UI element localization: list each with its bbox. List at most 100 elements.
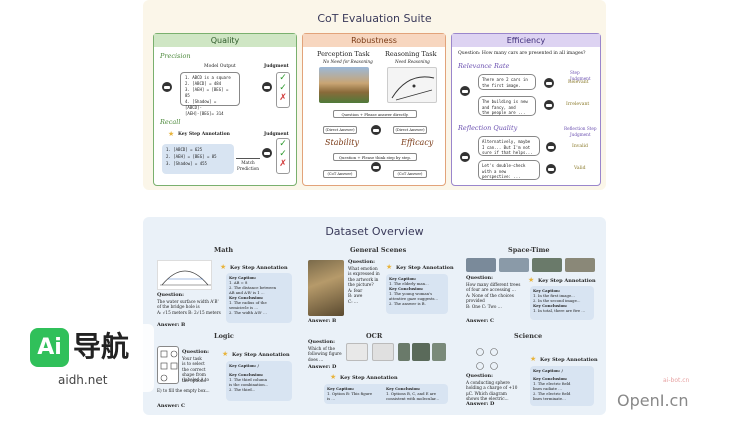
caption-line: AB and A'B' is 1 ... bbox=[229, 290, 265, 295]
judgment-box-2: ✓ ✓ ✗ bbox=[276, 138, 290, 174]
street-image-4 bbox=[565, 258, 595, 272]
ksa-label: Key Step Annotation bbox=[230, 265, 288, 271]
question-line: of the bridge hole is bbox=[157, 304, 200, 309]
ksa-label: Key Step Annotation bbox=[396, 265, 454, 271]
conclusion-label: Key Conclusion: bbox=[386, 386, 421, 391]
bubble-line: perspective: ... bbox=[482, 174, 521, 179]
caption-label: Key Caption: / bbox=[229, 363, 259, 368]
choices: A: √15 meters B: 2√15 meters bbox=[157, 309, 221, 315]
conclusion-line: 1. The third column bbox=[229, 377, 268, 382]
caption-label: Key Caption: bbox=[389, 276, 417, 281]
relevant-label: Relevant bbox=[568, 80, 589, 85]
question-label: Question: bbox=[157, 292, 185, 298]
conclusion-line: 1. The radius of the bbox=[229, 300, 267, 305]
question-label: Question: bbox=[182, 349, 210, 355]
efficiency-column: Efficiency Question: How many cars are p… bbox=[451, 33, 601, 186]
robot-icon bbox=[460, 152, 470, 162]
molecule-figure-4 bbox=[412, 343, 430, 361]
caption-label: Key Caption: bbox=[229, 275, 257, 280]
general-answer: Answer: B bbox=[308, 318, 337, 324]
question-line: How many different trees bbox=[466, 281, 521, 287]
question-line: Your task bbox=[182, 355, 202, 361]
conclusion-line: 2. The width A'B' ... bbox=[229, 310, 267, 315]
spacetime-question: Question: How many different trees of fo… bbox=[466, 275, 524, 309]
logic-question: Question: Your task is to select the cor… bbox=[182, 349, 220, 383]
conclusion-label: Key Conclusion: bbox=[229, 295, 264, 300]
star-icon: ★ bbox=[386, 263, 393, 271]
dataset-overview-title: Dataset Overview bbox=[325, 225, 424, 238]
conclusion-label: Key Conclusion: bbox=[389, 286, 424, 291]
logic-puzzle-image bbox=[157, 346, 179, 384]
direct-answer-right: (Direct Answer) bbox=[393, 126, 427, 134]
street-image-1 bbox=[466, 258, 496, 272]
conclusion-line: 1. The young woman's bbox=[389, 291, 433, 296]
question-line: of four are accessing ... bbox=[466, 287, 516, 292]
output-line: 4. [Shadow] = [ABCD]- bbox=[185, 99, 217, 110]
robot-icon bbox=[162, 82, 172, 92]
logic-annotation-box: Key Caption: / Key Conclusion: 1. The th… bbox=[226, 361, 292, 401]
science-answer: Answer: D bbox=[466, 401, 495, 407]
space-time-title: Space-Time bbox=[508, 246, 550, 254]
output-line: 1. ABCD is a square bbox=[185, 75, 231, 80]
general-annotation-box: Key Caption: 1. The elderly man... Key C… bbox=[386, 274, 448, 314]
reflection-quality-label: Reflection Quality bbox=[458, 124, 518, 132]
annotation-box: 1. [ABCD] = 625 2. [AEH] = [BEG] = 85 3.… bbox=[162, 144, 234, 174]
ocr-question: Question: Which of the following figure … bbox=[308, 339, 346, 362]
question-line: the picture? bbox=[348, 282, 374, 287]
judge-icon bbox=[546, 142, 556, 152]
output-line: [AEH]-[BEG]= 314 bbox=[185, 111, 224, 116]
logic-question-tail: E) to fill the empty box... bbox=[157, 388, 210, 393]
conclusion-line: attentive gaze suggests... bbox=[389, 296, 439, 301]
bubble-line: The building is new bbox=[482, 99, 528, 104]
ai-bot-watermark: ai-bot.cn bbox=[663, 377, 690, 384]
aidh-logo-text: 导航 bbox=[73, 330, 130, 363]
bubble-line: the people are ... bbox=[482, 110, 526, 115]
conclusion-label: Key Conclusion: bbox=[533, 376, 568, 381]
caption-line: 1. Option B: This figure bbox=[327, 391, 373, 396]
question-label: Question: bbox=[348, 259, 376, 265]
caption-label: Key Caption: / bbox=[533, 368, 563, 373]
aidh-logo: Ai bbox=[30, 328, 69, 367]
caption-label: Key Caption: bbox=[533, 288, 561, 293]
openi-watermark: OpenI.cn bbox=[617, 391, 689, 410]
star-icon: ★ bbox=[168, 130, 175, 138]
ocr-answer: Answer: D bbox=[308, 364, 337, 370]
recall-label: Recall bbox=[160, 118, 181, 126]
question-line: the options bbox=[182, 377, 206, 383]
street-image-2 bbox=[499, 258, 529, 272]
question-line: following figure bbox=[308, 351, 342, 356]
invalid-bubble: Alternatively, maybe I can... But I'm no… bbox=[478, 136, 540, 156]
question-line: What emotion bbox=[348, 265, 378, 271]
ksa-label: Key Step Annotation bbox=[538, 278, 596, 284]
match-prediction-label: Match Prediction bbox=[237, 160, 259, 171]
check-icon: ✓ bbox=[279, 83, 287, 93]
shape-grid bbox=[160, 350, 178, 382]
bubble-line: There are 2 cars in bbox=[482, 77, 528, 82]
conclusion-line: 2. The third... bbox=[229, 387, 256, 392]
efficiency-header: Efficiency bbox=[452, 34, 600, 47]
annotation-line: 1. [ABCD] = 625 bbox=[166, 147, 203, 152]
star-icon: ★ bbox=[220, 263, 227, 271]
science-question: Question: A conducting sphere holding a … bbox=[466, 373, 526, 402]
conclusion-line: 2. The answer is B. bbox=[389, 301, 426, 306]
output-line: 2. [ABCD] = 484 bbox=[185, 81, 222, 86]
question-line: C: ... bbox=[348, 298, 358, 304]
question-line: A: fear bbox=[348, 287, 363, 293]
conclusion-line: lines radiate ... bbox=[533, 386, 562, 391]
caption-line: 2. The distance between bbox=[229, 285, 277, 290]
cot-answer-left: (CoT Answer) bbox=[323, 170, 357, 178]
irrelevant-bubble: The building is new and fancy, and the p… bbox=[478, 96, 536, 116]
ocr-annotation-box: Key Caption: 1. Option B: This figure is… bbox=[324, 384, 448, 404]
cross-icon: ✗ bbox=[279, 159, 287, 169]
question-line: B: One C: Two ... bbox=[466, 303, 502, 309]
caption-line: 2. In the second image... bbox=[533, 298, 581, 303]
conclusion-line: consistent with molecular... bbox=[386, 396, 439, 401]
model-output-label: Model Output bbox=[204, 64, 236, 69]
caption-line: 1. The elderly man... bbox=[389, 281, 429, 286]
ksa-label: Key Step Annotation bbox=[340, 375, 398, 381]
conclusion-line: semicircle is ... bbox=[229, 305, 258, 310]
caption-line: 1. AB = 8 bbox=[229, 280, 248, 285]
cot-answer-right: (CoT Answer) bbox=[393, 170, 427, 178]
street-image-3 bbox=[532, 258, 562, 272]
match-arrow bbox=[236, 158, 260, 159]
